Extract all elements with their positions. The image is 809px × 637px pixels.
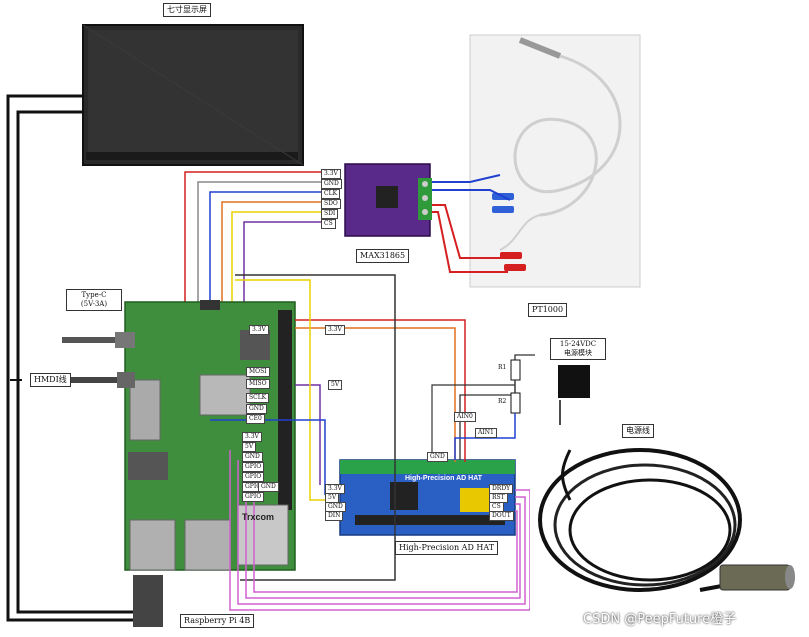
trxcom-chip-text: Trxcom <box>242 512 275 522</box>
hat-gnd-label: GND <box>427 452 448 462</box>
ain1-label: AIN1 <box>475 428 497 438</box>
display-hdmi-cable <box>16 110 145 614</box>
pi-5v-label: 5V <box>328 380 343 390</box>
pi-power-plug <box>133 575 163 627</box>
watermark: CSDN @PeepFuture橙子 <box>583 612 737 627</box>
sensor-photo <box>530 425 802 635</box>
hat-board-text: High-Precision AD HAT <box>405 475 483 482</box>
pi-pin-mosi: MOSI <box>246 367 270 377</box>
display-power-cable <box>6 94 150 622</box>
power-module-line2: 电源模块 <box>564 349 592 357</box>
hdmi-label: HMDI线 <box>30 373 71 387</box>
display-label: 七寸显示屏 <box>163 3 211 17</box>
max-pin-3v3: 3.3V <box>321 169 341 179</box>
max-pin-gnd: GND <box>321 179 342 189</box>
pi-pin-gnd-c: GND <box>258 482 279 492</box>
pi-usb-ports <box>129 519 176 571</box>
pi-pin-3v3-b: 3.3V <box>242 432 262 442</box>
max31865-label: MAX31865 <box>356 249 410 263</box>
typec-spec: (5V-3A) <box>80 300 108 308</box>
r1-label: R1 <box>498 364 507 371</box>
pi-gpio-header <box>278 310 292 510</box>
power-module-label: 15-24VDC 电源模块 <box>550 338 606 360</box>
pi-pin-5v: 5V <box>242 442 257 452</box>
power-module <box>558 365 590 398</box>
resistor-r2 <box>510 392 521 414</box>
typec-label: Type-C (5V-3A) <box>66 289 122 311</box>
typec-title: Type-C <box>81 291 107 299</box>
sensor-probe <box>719 564 791 591</box>
pi-pin-sclk: SCLK <box>246 393 270 403</box>
pi-pin-gnd: GND <box>246 404 267 414</box>
r2-label: R2 <box>498 398 507 405</box>
pt1000-red-lead <box>500 252 522 259</box>
pi-pin-gpio-d: GPIO <box>242 492 265 502</box>
pi-pin-ce0: CE0 <box>246 414 265 424</box>
max-pin-sdo: SDO <box>321 199 341 209</box>
pi-pin-gpio-a: GPIO <box>242 462 265 472</box>
power-line-label: 电源线 <box>622 424 654 438</box>
ain0-label: AIN0 <box>454 412 476 422</box>
max-pin-sdi: SDI <box>321 209 339 219</box>
power-module-line1: 15-24VDC <box>559 340 597 348</box>
pi-pin-gpio-b: GPIO <box>242 472 265 482</box>
pt1000-label: PT1000 <box>528 303 568 317</box>
max-pin-clk: CLK <box>321 189 341 199</box>
pi-pin-3v3: 3.3V <box>249 325 269 335</box>
resistor-r1 <box>510 359 521 381</box>
hat-pin-dout: DOUT <box>489 511 514 521</box>
pi-3v3-label: 3.3V <box>325 325 345 335</box>
pt1000-probe-cable <box>513 54 622 217</box>
pi-pin-gnd-b: GND <box>242 452 263 462</box>
max-pin-cs: CS <box>321 219 336 229</box>
pt1000-photo <box>469 34 641 288</box>
hat-pin-din: DIN <box>325 511 344 521</box>
pi-pin-miso: MISO <box>246 379 270 389</box>
pi-label: Raspberry Pi 4B <box>180 614 255 628</box>
ad-hat-label: High-Precision AD HAT <box>395 541 499 555</box>
